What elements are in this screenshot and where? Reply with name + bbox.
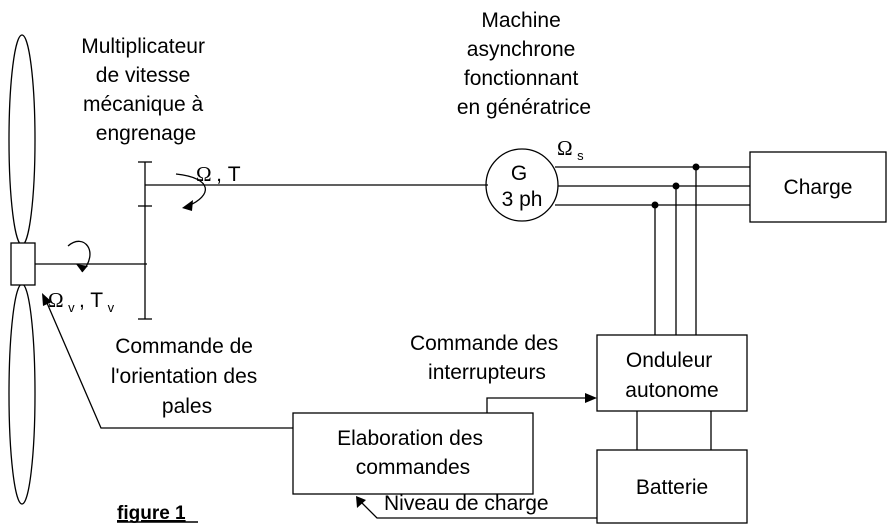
- lower-blade: [8, 283, 36, 505]
- svg-text:Onduleur autonome: Onduleur autonome: [625, 349, 718, 402]
- switch-command-arrowhead: [585, 393, 597, 403]
- load-box: [749, 151, 887, 223]
- rotor-torque-symbol: , T: [79, 289, 103, 312]
- sync-speed-symbol: Ω: [557, 136, 573, 160]
- machine-label-line: en génératrice: [457, 96, 591, 119]
- junction-dot: [672, 182, 680, 190]
- inverter-label-line: autonome: [625, 379, 718, 402]
- generator-label: G: [511, 162, 527, 185]
- control-label-line: Elaboration des: [337, 427, 483, 450]
- shaft-torque-symbol: , T: [216, 163, 241, 186]
- pitch-command-label-line: pales: [162, 395, 212, 418]
- junction-dot: [692, 163, 700, 171]
- generator-circle: [485, 148, 559, 222]
- charge-level-arrowhead: [356, 496, 366, 508]
- battery-box: [596, 449, 748, 524]
- machine-label-line: fonctionnant: [464, 67, 579, 90]
- svg-text:Ω v , T v: Ω v , T v: [48, 288, 115, 316]
- switch-command-arrow: [486, 397, 588, 413]
- control-box: [292, 412, 534, 495]
- upper-blade: [8, 34, 36, 246]
- svg-text:Multiplicateur de vitesse: Multiplicateur de vitesse mécanique à en…: [81, 35, 211, 145]
- rotor-speed-subscript: v: [68, 300, 75, 315]
- charge-level-label: Niveau de charge: [384, 492, 549, 515]
- shaft-rotation-arrowhead: [182, 200, 193, 211]
- multiplier-label-line: Multiplicateur: [81, 35, 205, 58]
- shaft-rotation-arrow: [175, 173, 206, 207]
- figure-caption: figure 1: [117, 503, 186, 524]
- shaft-speed-symbol: Ω: [196, 162, 212, 186]
- charge-level-arrow: [361, 502, 597, 519]
- pitch-command-arrow: [46, 302, 293, 429]
- svg-text:G 3 ph: G 3 ph: [502, 162, 543, 211]
- rotor-rotation-arrowhead: [76, 264, 88, 272]
- machine-label-line: asynchrone: [467, 38, 576, 61]
- multiplier-label-line: engrenage: [96, 122, 196, 145]
- control-label-line: commandes: [356, 456, 470, 479]
- rotor-torque-subscript: v: [108, 300, 115, 315]
- pitch-command-label-line: Commande de: [115, 335, 253, 358]
- generator-phase-label: 3 ph: [502, 188, 543, 211]
- svg-text:Ω , T: Ω , T: [196, 162, 241, 186]
- load-label: Charge: [784, 176, 853, 199]
- pitch-command-label-line: l'orientation des: [111, 365, 257, 388]
- inverter-box: [596, 334, 748, 412]
- svg-text:Commande des interrupteurs: Commande des interrupteurs: [410, 332, 564, 384]
- svg-text:Elaboration des commandes: Elaboration des commandes: [337, 427, 489, 479]
- svg-text:Commande de l'orientation: Commande de l'orientation des pales: [111, 335, 263, 418]
- battery-label: Batterie: [636, 476, 708, 499]
- switch-command-label-line: Commande des: [410, 332, 558, 355]
- sync-speed-subscript: s: [577, 148, 584, 163]
- junction-dot: [651, 201, 659, 209]
- multiplier-label-line: mécanique à: [83, 93, 204, 116]
- svg-text:Ω s: Ω s: [557, 136, 584, 163]
- multiplier-label-line: de vitesse: [96, 64, 191, 87]
- rotor-speed-symbol: Ω: [48, 288, 64, 312]
- switch-command-label-line: interrupteurs: [428, 361, 546, 384]
- inverter-label-line: Onduleur: [626, 349, 712, 372]
- svg-text:Machine asynchrone fon: Machine asynchrone fonctionnant en génér…: [457, 9, 591, 119]
- pitch-command-arrowhead: [42, 293, 52, 306]
- rotor-hub: [10, 242, 36, 286]
- machine-label-line: Machine: [481, 9, 560, 32]
